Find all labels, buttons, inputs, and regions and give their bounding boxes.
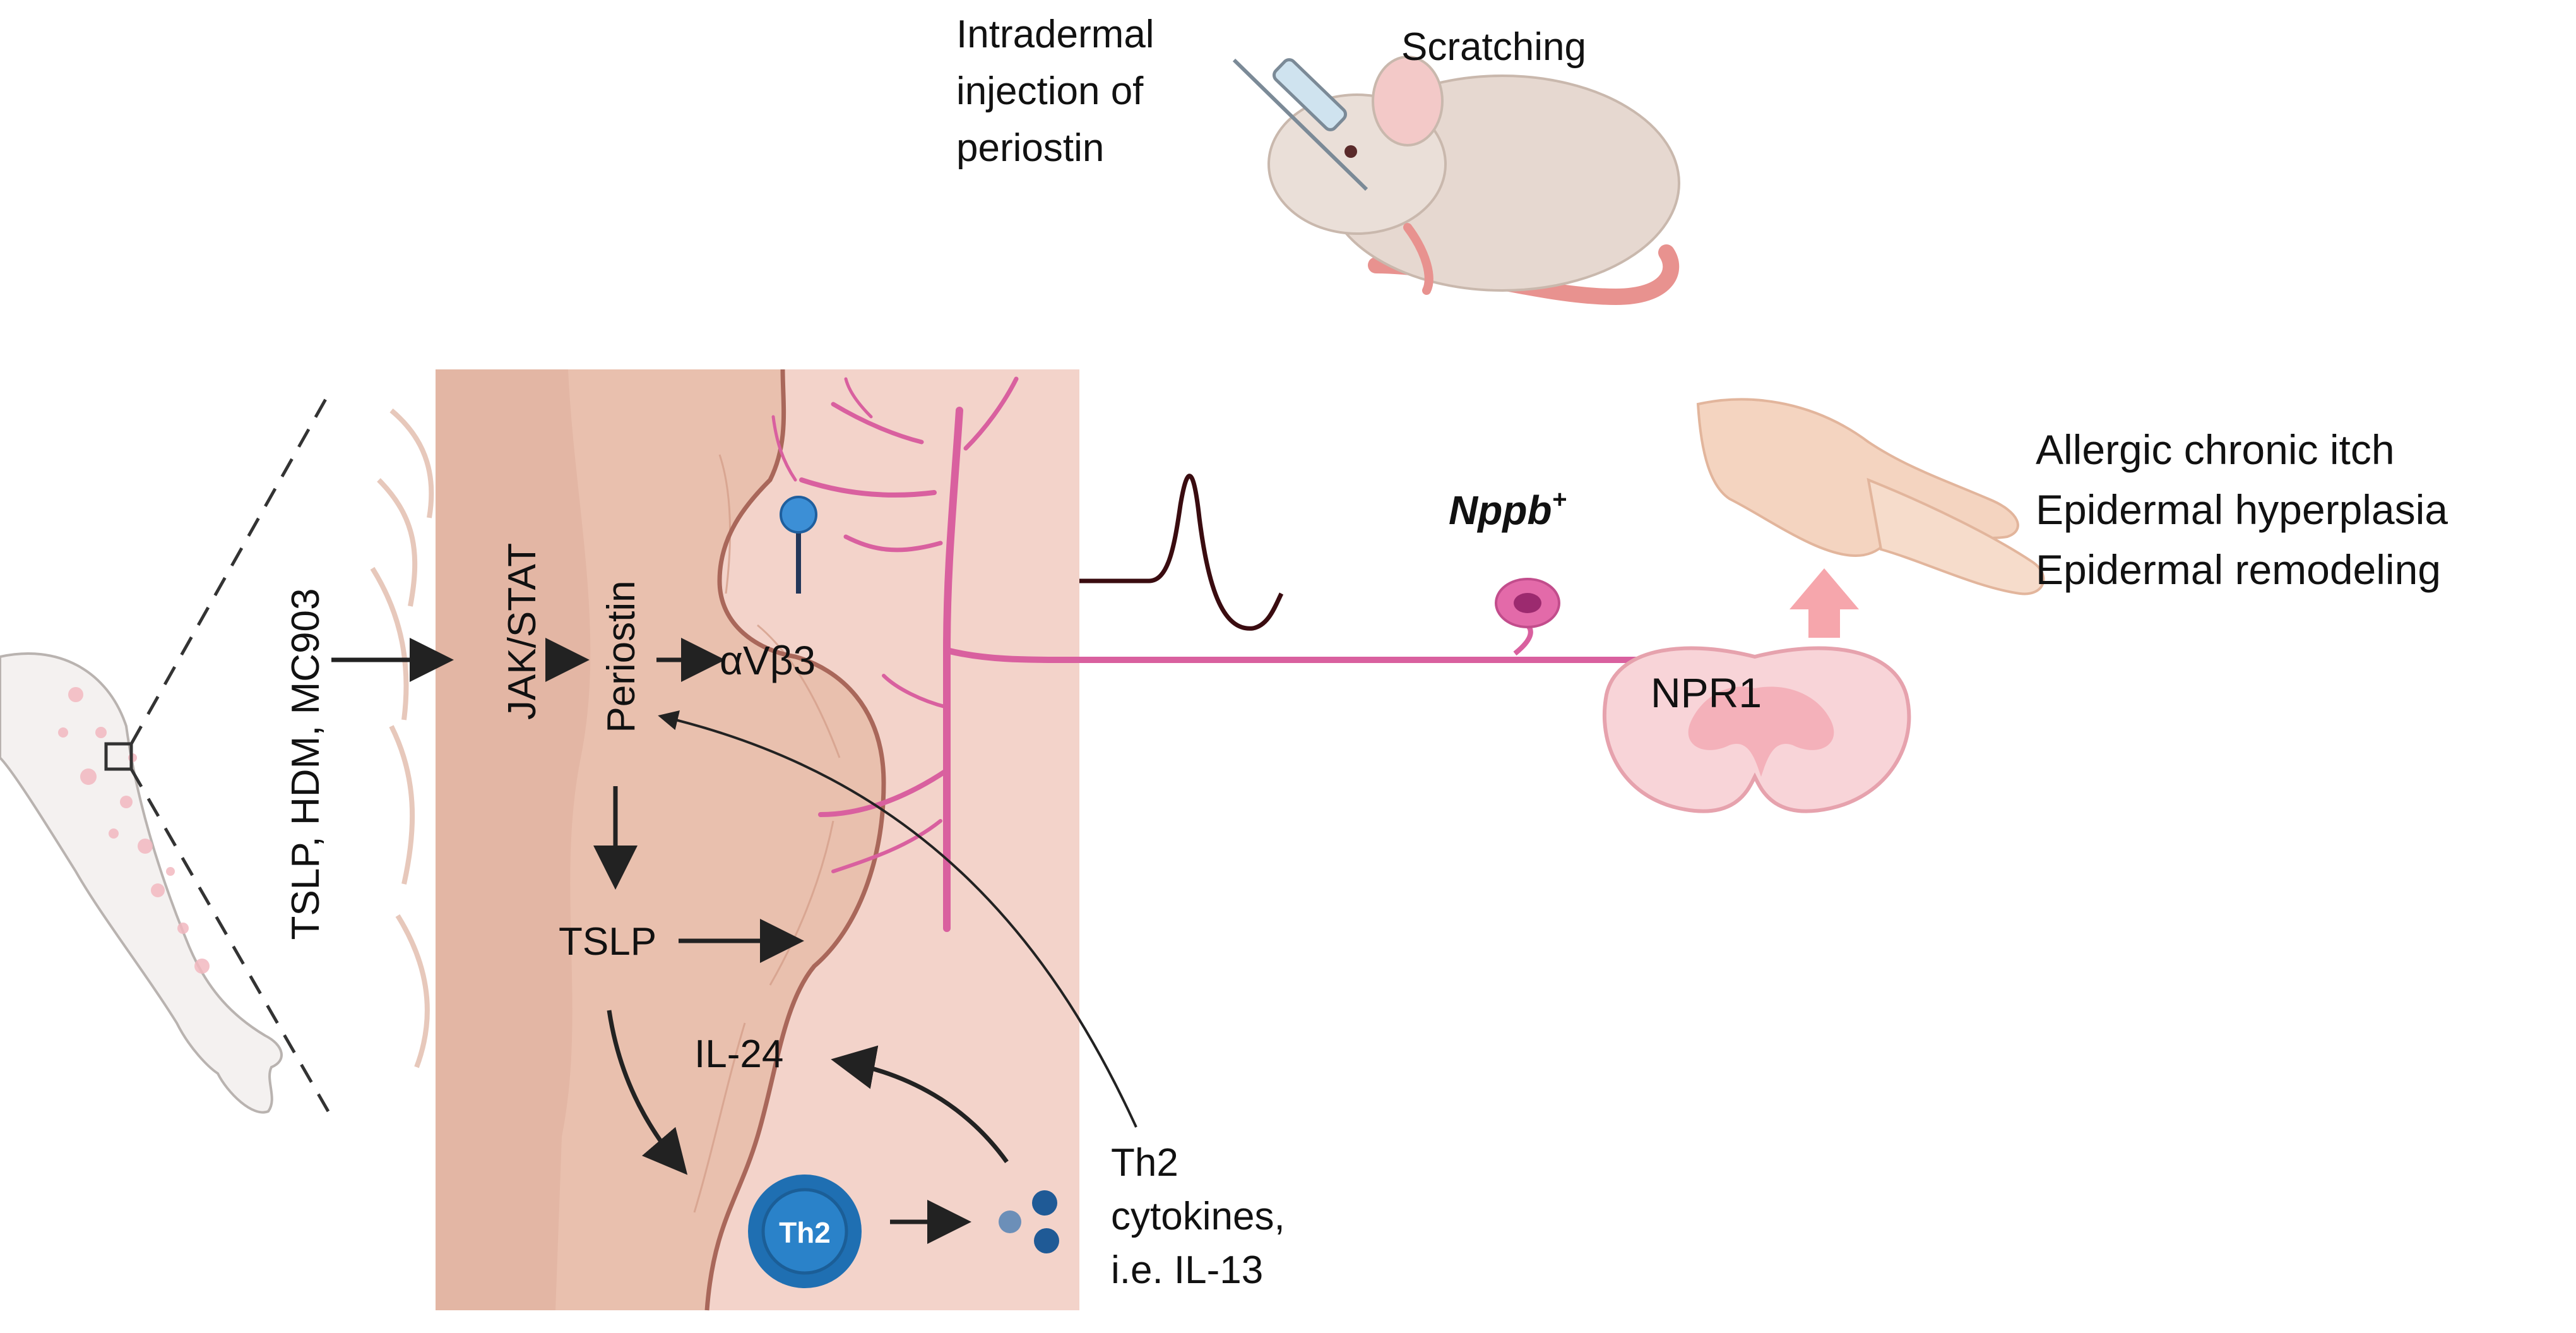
th2-cytokines-line2: cytokines, [1111,1195,1285,1238]
tslp-label: TSLP [559,920,656,964]
action-potential-trace [1079,474,1284,631]
syringe-icon [1232,58,1368,191]
receptor-label: NPR1 [1651,669,1762,716]
th2-cell-label: Th2 [779,1216,831,1249]
neuron-soma-icon [1495,578,1560,656]
up-arrow-icon [1790,568,1859,638]
th2-cytokines-line1: Th2 [1111,1141,1178,1185]
il24-label: IL-24 [694,1032,783,1076]
injection-line2: injection of [956,69,1144,113]
inducers-label: TSLP, HDM, MC903 [284,588,328,940]
injection-line1: Intradermal [956,13,1154,56]
scratching-label: Scratching [1401,25,1586,69]
th2-cytokines-line3: i.e. IL-13 [1111,1248,1263,1292]
spinal-cord-icon [1602,646,1911,813]
pathway-arrows [331,638,1137,1244]
mouse-illustration [1267,56,1680,306]
arm-illustration [0,393,330,1114]
outcome-3: Epidermal remodeling [2036,546,2441,593]
neuron-label: Nppb+ [1449,486,1567,533]
cytokine-dots-icon [999,1190,1059,1253]
integrin-receptor-icon [780,496,817,594]
neuron-label-main: Nppb [1449,487,1552,533]
zoom-box-icon [104,742,133,771]
th2-cell-icon [748,1175,862,1288]
skin-section [370,369,1079,1311]
outcome-1: Allergic chronic itch [2036,426,2395,473]
injection-line3: periostin [956,126,1104,170]
hand-scratching-illustration [1696,398,2045,595]
sensory-nerve [771,376,1707,932]
outcome-2: Epidermal hyperplasia [2036,486,2448,533]
neuron-label-sup: + [1552,486,1567,513]
periostin-label: Periostin [600,580,643,732]
jak-stat-label: JAK/STAT [501,543,544,720]
integrin-label: αVβ3 [720,638,816,683]
